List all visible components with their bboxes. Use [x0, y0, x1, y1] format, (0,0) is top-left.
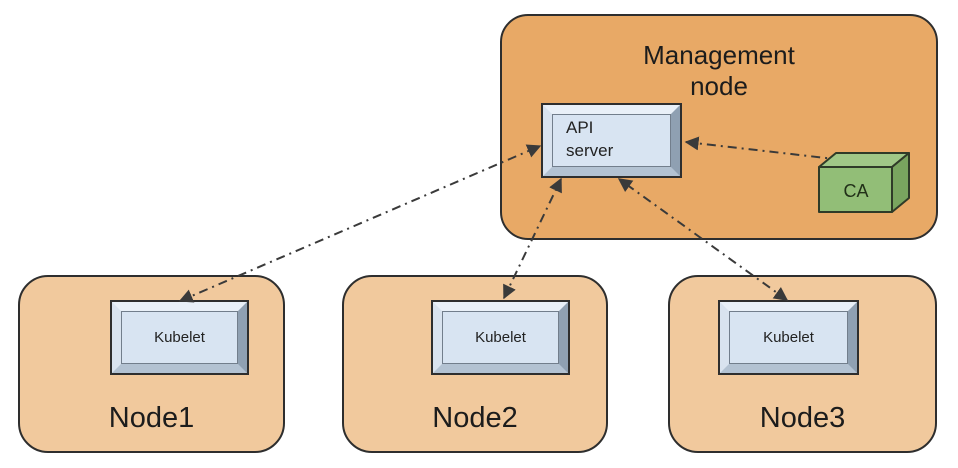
kubelet-label-node1: Kubelet: [154, 329, 205, 346]
node3-label: Node3: [759, 402, 846, 434]
kubelet-box-node3: Kubelet: [718, 300, 859, 375]
kubelet-label-node3: Kubelet: [763, 329, 814, 346]
kubelet-box-node1: Kubelet: [110, 300, 249, 375]
kubelet-label-node2: Kubelet: [475, 329, 526, 346]
node1-label: Node1: [108, 402, 195, 434]
management-node-label: Management node: [643, 40, 795, 102]
kubelet-box-node2: Kubelet: [431, 300, 570, 375]
node2-label: Node2: [432, 402, 518, 434]
api-server-box: API server: [541, 103, 682, 178]
api-server-label: API server: [566, 118, 614, 160]
